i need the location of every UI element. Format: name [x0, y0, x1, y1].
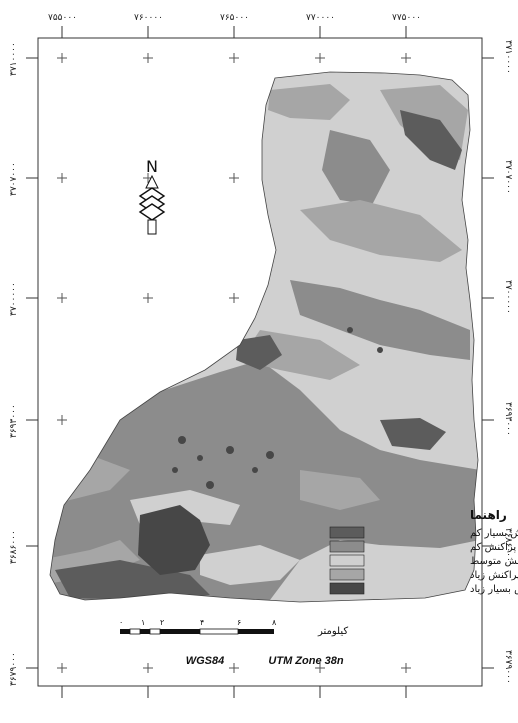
bottom-axis — [61, 686, 407, 698]
class-high-region — [300, 470, 380, 510]
x-tick-label: ۷۷۰۰۰۰ — [306, 13, 335, 23]
class-high-region — [268, 84, 350, 120]
class-very-low-region — [380, 418, 446, 450]
y-tick-label: ۳۷۰۰۰۰۰ — [9, 282, 19, 316]
grid-cross — [57, 173, 67, 183]
y-tick-label: ۳۶۷۹۰۰۰ — [9, 652, 19, 686]
x-tick-label: ۷۶۰۰۰۰ — [134, 13, 163, 23]
very-high-patches — [138, 327, 383, 575]
zone-label: UTM Zone 38n — [268, 655, 343, 667]
legend-swatch — [329, 540, 365, 553]
map-frame — [37, 37, 483, 687]
grid-cross — [57, 53, 67, 63]
legend-title: راهنما — [470, 508, 507, 522]
grid-cross — [143, 663, 153, 673]
study-area-outline — [49, 71, 479, 603]
class-medium-region — [200, 545, 300, 585]
y-tick-label-right: ۳۷۰۰۰۰۰ — [503, 280, 513, 314]
legend-swatch — [329, 568, 365, 581]
x-tick-label: ۷۵۵۰۰۰ — [48, 13, 77, 23]
scale-tick-label: ۶ — [237, 618, 241, 627]
y-tick-label-right: ۳۷۰۷۰۰۰ — [503, 160, 513, 194]
scale-tick-label: ۰ — [119, 618, 123, 627]
legend-item-label: پراکنش زیاد — [470, 570, 518, 581]
class-low-region — [322, 130, 390, 205]
grid-cross — [57, 415, 67, 425]
scale-bar: ۰ ۱ ۲ ۴ ۶ ۸ کیلومتر — [119, 618, 348, 637]
y-tick-label: ۳۶۹۳۰۰۰ — [9, 404, 19, 438]
grid-cross — [229, 53, 239, 63]
legend-item-label: پراکنش بسیار زیاد — [470, 584, 518, 595]
legend-swatch — [329, 554, 365, 567]
top-axis: ۷۵۵۰۰۰ ۷۶۰۰۰۰ ۷۶۵۰۰۰ ۷۷۰۰۰۰ ۷۷۵۰۰۰ — [48, 13, 421, 38]
legend: راهنما پراکنش بسیار کم پراکنش کم پراکنش مت… — [329, 508, 518, 595]
grid-cross — [143, 293, 153, 303]
class-high-region — [300, 200, 462, 262]
scale-unit: کیلومتر — [317, 626, 348, 637]
legend-swatch — [329, 582, 365, 595]
north-arrow: N — [138, 157, 166, 235]
y-tick-label-right: ۳۷۱۰۰۰۰ — [503, 40, 513, 74]
class-very-low-region — [400, 110, 462, 170]
class-very-low-region — [236, 335, 282, 370]
y-tick-label-right: ۳۶۸۶۰۰۰ — [503, 528, 513, 562]
x-tick-label: ۷۶۵۰۰۰ — [220, 13, 249, 23]
y-tick-label: ۳۶۸۶۰۰۰ — [9, 530, 19, 564]
grid-cross — [315, 663, 325, 673]
y-tick-label: ۳۷۰۷۰۰۰ — [9, 162, 19, 196]
grid-cross — [229, 293, 239, 303]
class-very-low-region — [55, 560, 210, 600]
y-tick-label-right: ۳۶۷۹۰۰۰ — [503, 650, 513, 684]
grid-cross — [57, 663, 67, 673]
scale-tick-label: ۱ — [141, 618, 145, 627]
grid-cross — [315, 53, 325, 63]
legend-swatch — [329, 526, 365, 539]
y-tick-label: ۳۷۱۰۰۰۰ — [9, 42, 19, 76]
left-axis: ۳۷۱۰۰۰۰ ۳۷۰۷۰۰۰ ۳۷۰۰۰۰۰ ۳۶۹۳۰۰۰ ۳۶۸۶۰۰۰ … — [9, 42, 38, 686]
datum-label: WGS84 — [186, 655, 225, 667]
grid-cross — [401, 53, 411, 63]
legend-item-label: پراکنش متوسط — [470, 556, 518, 567]
scale-tick-label: ۲ — [160, 618, 164, 627]
grid-cross — [229, 663, 239, 673]
study-area — [50, 72, 478, 602]
grid-cross — [57, 293, 67, 303]
class-low-region — [290, 280, 470, 360]
x-tick-label: ۷۷۵۰۰۰ — [392, 13, 421, 23]
y-tick-label-right: ۳۶۹۳۰۰۰ — [503, 402, 513, 436]
scale-tick-label: ۸ — [272, 618, 277, 627]
right-axis: ۳۷۱۰۰۰۰ ۳۷۰۷۰۰۰ ۳۷۰۰۰۰۰ ۳۶۹۳۰۰۰ ۳۶۸۶۰۰۰ … — [482, 40, 513, 684]
legend-item-label: پراکنش کم — [470, 542, 516, 553]
grid-cross — [229, 173, 239, 183]
scale-tick-label: ۴ — [200, 618, 204, 627]
legend-item-label: پراکنش بسیار کم — [470, 528, 518, 539]
grid-cross — [401, 663, 411, 673]
grid-cross — [143, 53, 153, 63]
north-label: N — [146, 157, 158, 176]
